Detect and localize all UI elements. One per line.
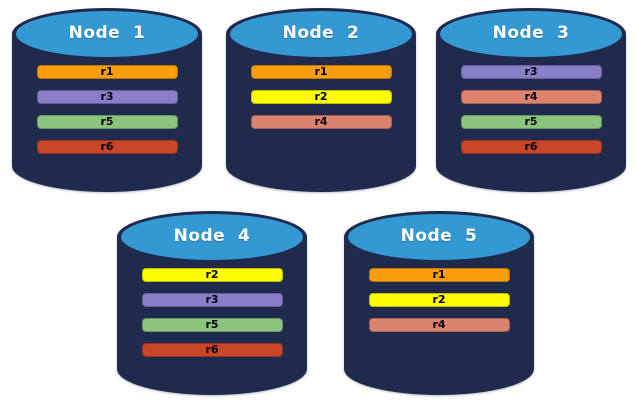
replica-bar-r5: r5 xyxy=(460,115,602,129)
replica-bar-r2: r2 xyxy=(250,90,392,104)
replica-bar-r6: r6 xyxy=(460,140,602,154)
replica-bar-r5: r5 xyxy=(36,115,178,129)
replica-bar-r6: r6 xyxy=(141,343,283,357)
cylinder-top-ellipse xyxy=(16,11,198,57)
replica-bar-r2: r2 xyxy=(141,268,283,282)
replica-bar-list: r1 r2 r4 xyxy=(226,65,416,129)
replica-bar-r4: r4 xyxy=(460,90,602,104)
cylinder-top-ellipse xyxy=(440,11,622,57)
cylinder-top-ellipse xyxy=(121,214,303,260)
replica-bar-r6: r6 xyxy=(36,140,178,154)
node-4-cylinder: Node 4 r2 r3 r5 r6 xyxy=(117,211,307,395)
replica-bar-r3: r3 xyxy=(141,293,283,307)
node-title: Node 2 xyxy=(282,23,360,43)
replica-bar-r2: r2 xyxy=(368,293,510,307)
replica-bar-r5: r5 xyxy=(141,318,283,332)
replica-bar-r1: r1 xyxy=(250,65,392,79)
replica-bar-list: r1 r2 r4 xyxy=(344,268,534,332)
replica-bar-r4: r4 xyxy=(250,115,392,129)
replica-bar-r3: r3 xyxy=(460,65,602,79)
cylinder-top-ellipse xyxy=(348,214,530,260)
replica-bar-list: r3 r4 r5 r6 xyxy=(436,65,626,154)
replica-bar-r4: r4 xyxy=(368,318,510,332)
replica-bar-r1: r1 xyxy=(36,65,178,79)
replica-bar-list: r1 r3 r5 r6 xyxy=(12,65,202,154)
node-title: Node 4 xyxy=(173,226,251,246)
node-1-cylinder: Node 1 r1 r3 r5 r6 xyxy=(12,8,202,192)
node-title: Node 3 xyxy=(492,23,570,43)
replica-bar-r3: r3 xyxy=(36,90,178,104)
node-title: Node 5 xyxy=(400,226,478,246)
node-title: Node 1 xyxy=(68,23,146,43)
cylinder-top-ellipse xyxy=(230,11,412,57)
replica-bar-r1: r1 xyxy=(368,268,510,282)
replica-bar-list: r2 r3 r5 r6 xyxy=(117,268,307,357)
node-2-cylinder: Node 2 r1 r2 r4 xyxy=(226,8,416,192)
node-3-cylinder: Node 3 r3 r4 r5 r6 xyxy=(436,8,626,192)
node-5-cylinder: Node 5 r1 r2 r4 xyxy=(344,211,534,395)
